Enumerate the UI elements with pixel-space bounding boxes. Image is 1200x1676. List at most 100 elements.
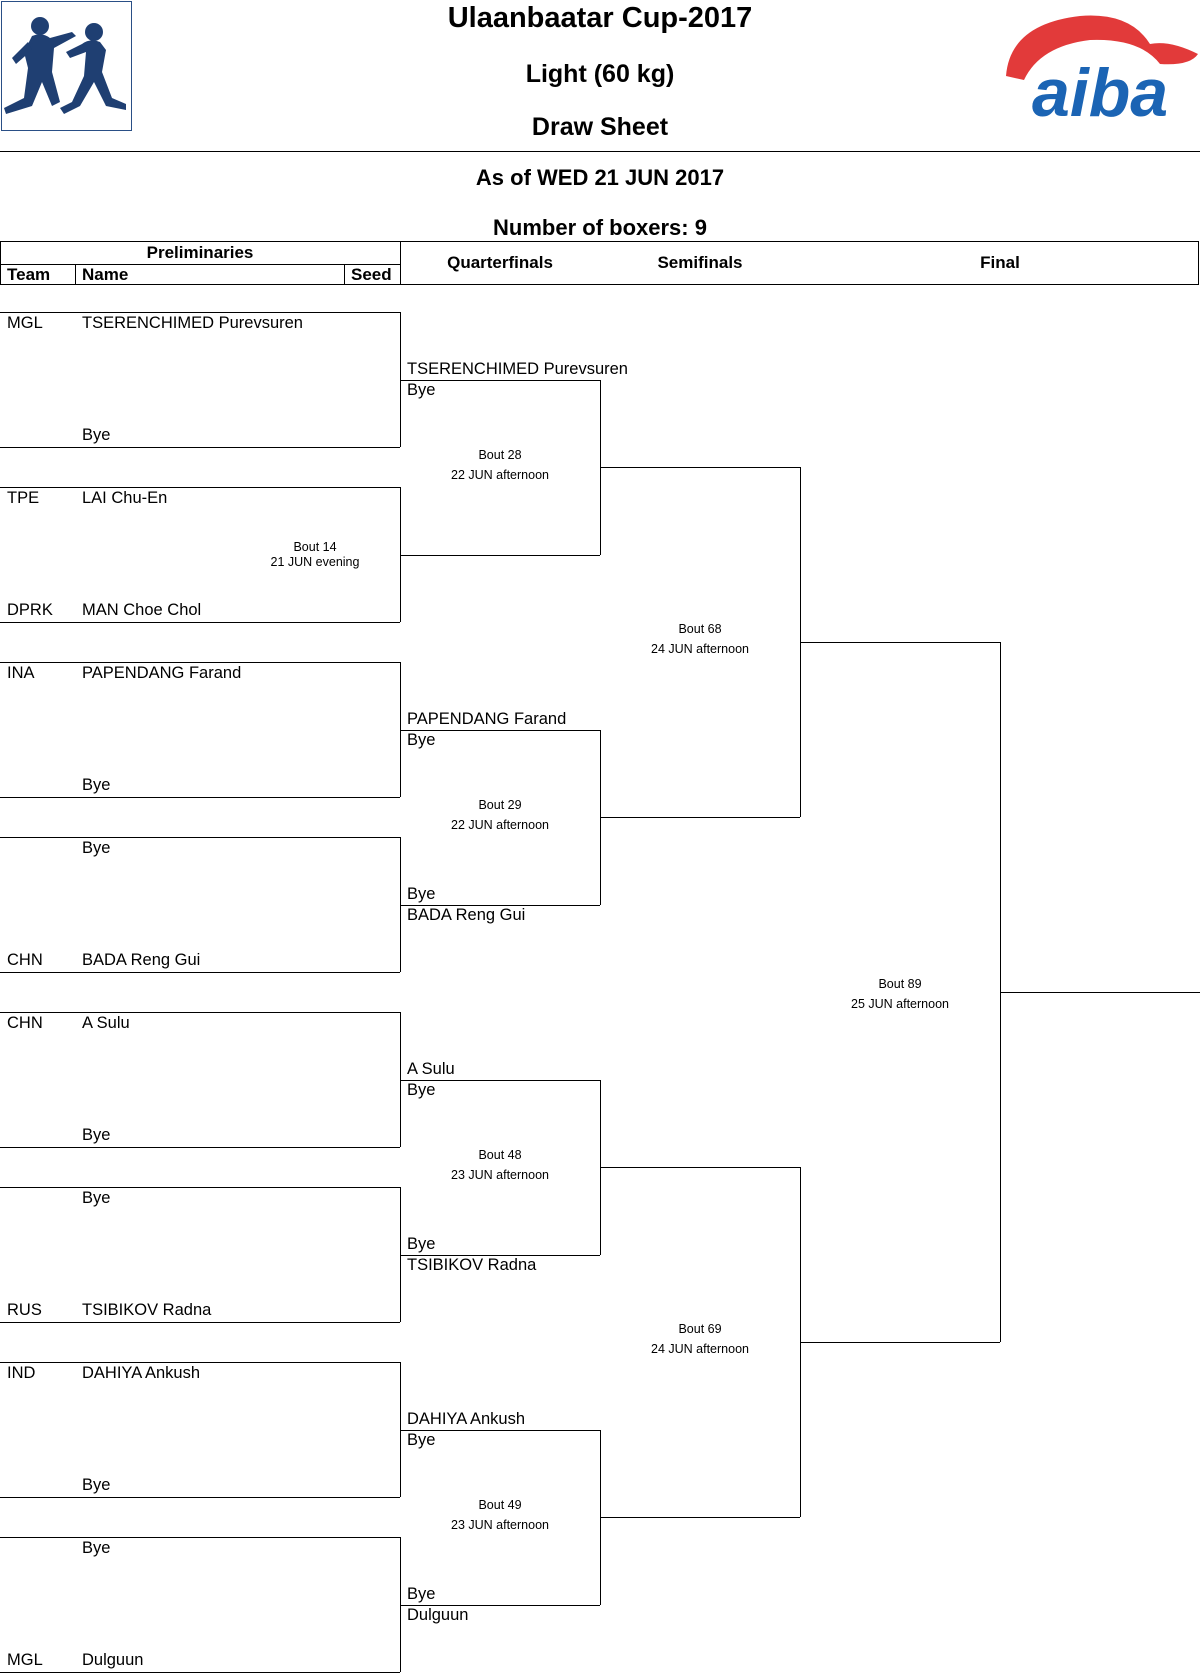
prelim-line-top: [0, 312, 400, 313]
quarter-entry: Bye: [407, 381, 436, 399]
prelim-name: TSIBIKOV Radna: [82, 1301, 212, 1319]
prelim-connector: [400, 662, 401, 797]
quarter-entry: DAHIYA Ankush: [407, 1410, 526, 1428]
semi-bout: Bout 69: [678, 1322, 722, 1336]
prelim-name: PAPENDANG Farand: [82, 664, 242, 682]
final-bout-time: 25 JUN afternoon: [851, 997, 949, 1011]
team-header: Team: [7, 265, 51, 284]
as-of-date: As of WED 21 JUN 2017: [475, 165, 725, 190]
final-header: Final: [980, 253, 1020, 272]
prelim-connector: [400, 312, 401, 447]
prelim-team: CHN: [7, 951, 43, 969]
aiba-logo: aiba: [1000, 4, 1200, 131]
prelim-line-top: [0, 487, 400, 488]
prelim-team: IND: [7, 1364, 36, 1382]
prelim-name: MAN Choe Chol: [82, 601, 202, 619]
prelim-line-top: [0, 1537, 400, 1538]
quarter-bout-time: 23 JUN afternoon: [451, 1167, 549, 1182]
prelim-team: TPE: [7, 489, 40, 507]
preliminaries-header: Preliminaries: [146, 243, 254, 262]
quarter-line-bottom: [400, 1605, 600, 1606]
quarter-entry: A Sulu: [407, 1060, 455, 1078]
sheet-title: Draw Sheet: [531, 113, 669, 141]
quarter-bout-time: 22 JUN afternoon: [451, 817, 549, 832]
prelim-team: CHN: [7, 1014, 43, 1032]
prelim-connector: [400, 1187, 401, 1322]
quarter-entry: Bye: [407, 1235, 436, 1253]
prelim-line-bottom: [0, 1147, 400, 1148]
prelim-name: Bye: [82, 1126, 111, 1144]
quarter-line-bottom: [400, 905, 600, 906]
header-sep-seed: [344, 264, 345, 285]
prelim-name: Bye: [82, 426, 111, 444]
quarter-line-top: [400, 1430, 600, 1431]
quarter-bout: Bout 29: [478, 797, 522, 812]
prelim-connector: [400, 487, 401, 622]
seed-header: Seed: [351, 265, 392, 284]
quarter-entry: TSERENCHIMED Purevsuren: [407, 360, 628, 378]
prelim-bout-time: 21 JUN evening: [270, 555, 360, 569]
quarter-entry: BADA Reng Gui: [407, 906, 526, 924]
prelim-line-top: [0, 662, 400, 663]
prelim-name: Bye: [82, 1539, 111, 1557]
prelim-name: A Sulu: [82, 1014, 130, 1032]
prelim-name: DAHIYA Ankush: [82, 1364, 201, 1382]
semi-line-top: [600, 467, 800, 468]
prelim-name: Bye: [82, 1476, 111, 1494]
quarter-bout: Bout 48: [478, 1147, 522, 1162]
prelim-line-bottom: [0, 622, 400, 623]
prelim-name: Dulguun: [82, 1651, 144, 1669]
quarter-line-top: [400, 1080, 600, 1081]
prelim-line-bottom: [0, 797, 400, 798]
semi-bout-time: 24 JUN afternoon: [651, 642, 749, 656]
aiba-logo-icon: aiba: [1006, 15, 1198, 131]
quarter-line-bottom: [400, 555, 600, 556]
quarter-entry: Bye: [407, 1081, 436, 1099]
semi-line-top: [600, 1167, 800, 1168]
quarter-entry: Bye: [407, 1431, 436, 1449]
quarter-line-bottom: [400, 1255, 600, 1256]
prelim-bout: Bout 14: [293, 540, 337, 554]
semifinals-header: Semifinals: [657, 253, 743, 272]
prelim-connector: [400, 1012, 401, 1147]
quarter-entry: TSIBIKOV Radna: [407, 1256, 537, 1274]
header-sep: [400, 241, 401, 285]
prelim-line-bottom: [0, 1322, 400, 1323]
final-line-bottom: [800, 1342, 1000, 1343]
quarter-line-top: [400, 380, 600, 381]
champion-line: [1000, 992, 1200, 993]
boxers-logo: [1, 1, 132, 131]
header-sub-divider: [0, 264, 400, 265]
prelim-connector: [400, 1537, 401, 1672]
prelim-line-bottom: [0, 972, 400, 973]
quarter-bout: Bout 28: [478, 447, 522, 462]
prelim-name: Bye: [82, 839, 111, 857]
final-bout: Bout 89: [878, 977, 922, 991]
quarter-entry: PAPENDANG Farand: [407, 710, 567, 728]
column-header: [0, 241, 1199, 285]
header-sep-team: [75, 264, 76, 285]
quarterfinals-header: Quarterfinals: [447, 253, 553, 272]
quarter-bout-time: 23 JUN afternoon: [451, 1517, 549, 1532]
boxers-icon: [4, 17, 126, 114]
prelim-name: Bye: [82, 1189, 111, 1207]
prelim-team: INA: [7, 664, 35, 682]
semi-bout: Bout 68: [678, 622, 722, 636]
quarter-entry: Bye: [407, 1585, 436, 1603]
prelim-line-bottom: [0, 1672, 400, 1673]
quarter-entry: Dulguun: [407, 1606, 469, 1624]
prelim-line-top: [0, 1012, 400, 1013]
semi-line-bottom: [600, 1517, 800, 1518]
prelim-name: BADA Reng Gui: [82, 951, 201, 969]
quarter-bout: Bout 49: [478, 1497, 522, 1512]
semi-line-bottom: [600, 817, 800, 818]
prelim-team: MGL: [7, 314, 43, 332]
prelim-connector: [400, 837, 401, 972]
prelim-name: LAI Chu-En: [82, 489, 168, 507]
prelim-line-top: [0, 837, 400, 838]
quarter-entry: Bye: [407, 885, 436, 903]
prelim-team: RUS: [7, 1301, 42, 1319]
prelim-line-bottom: [0, 447, 400, 448]
prelim-team: DPRK: [7, 601, 53, 619]
